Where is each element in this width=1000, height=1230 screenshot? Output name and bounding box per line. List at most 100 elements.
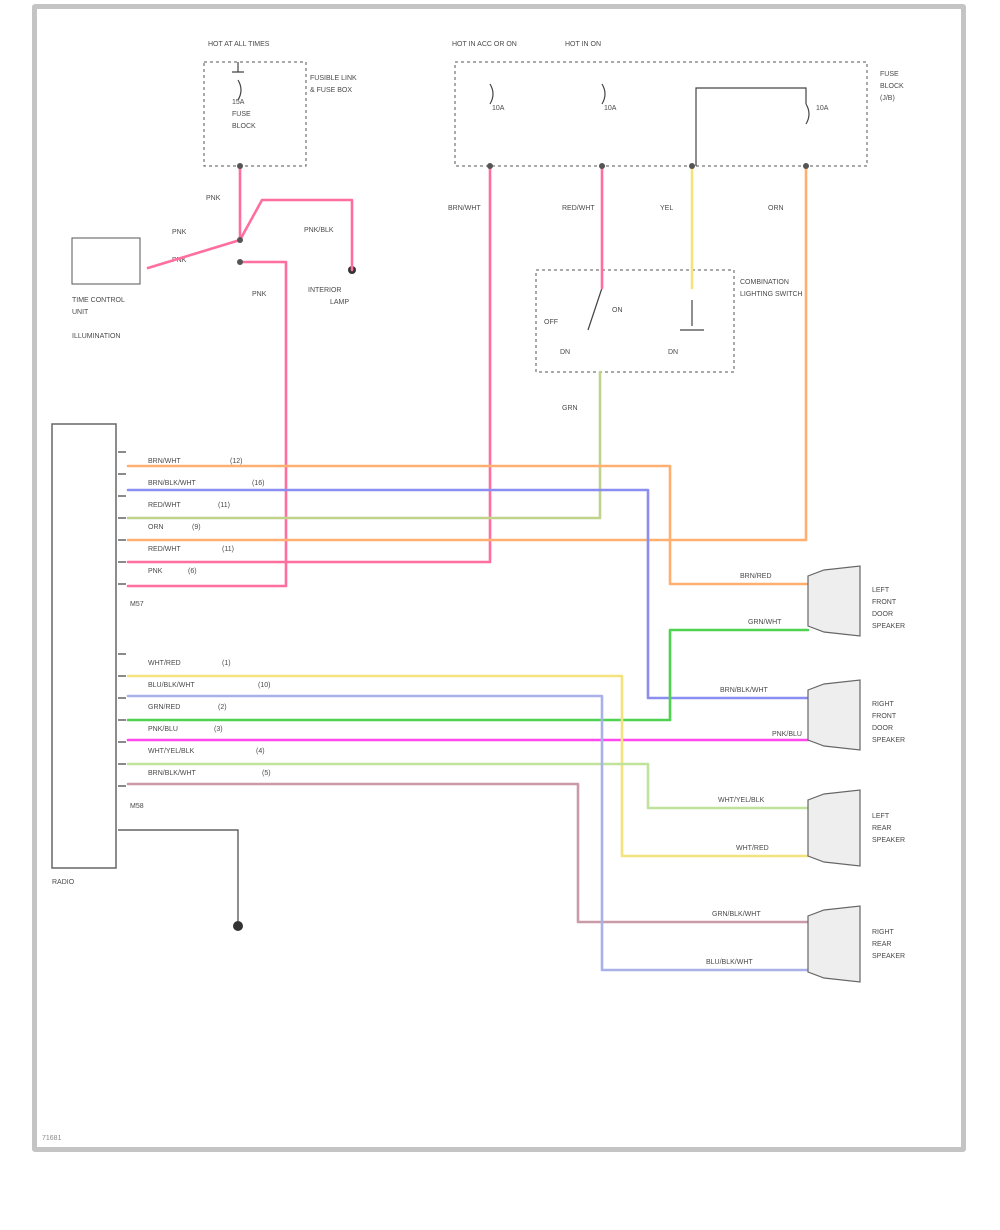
speaker-lr-label-b: REAR bbox=[872, 825, 891, 832]
speaker-rr-icon bbox=[807, 905, 861, 983]
radio-pins-top: BRN/WHT (12) BRN/BLK/WHT (16) RED/WHT (1… bbox=[148, 458, 264, 575]
wire-label-yel: YEL bbox=[660, 205, 673, 212]
ground-icon bbox=[233, 921, 243, 931]
radio-pin-num: (4) bbox=[256, 748, 265, 755]
radio-pin-num: (16) bbox=[252, 480, 264, 487]
wire-rf-top bbox=[126, 488, 810, 700]
fuse-label-a: FUSE bbox=[232, 111, 251, 118]
splice-dot bbox=[237, 259, 243, 265]
hot-in-on-label: HOT IN ON bbox=[565, 41, 601, 48]
fuse-elements bbox=[489, 83, 810, 125]
pnk-blk-label: PNK/BLK bbox=[304, 227, 334, 234]
combination-switch-box bbox=[535, 269, 735, 373]
speaker-lr-icon bbox=[807, 789, 861, 867]
speaker-rr-wire-top: GRN/BLK/WHT bbox=[712, 911, 761, 918]
radio-pin-label: BRN/WHT bbox=[148, 458, 181, 465]
fuse-bus bbox=[695, 87, 807, 166]
connector-m57-label: M57 bbox=[130, 601, 144, 608]
speaker-rf-wire-bottom: PNK/BLU bbox=[772, 731, 802, 738]
radio-pin-label: ORN bbox=[148, 524, 164, 531]
wire-label-pnk-c: PNK bbox=[172, 257, 187, 264]
speaker-lf-wire-top: BRN/RED bbox=[740, 573, 772, 580]
switch-off-label: OFF bbox=[544, 319, 558, 326]
speaker-lr: LEFT REAR SPEAKER WHT/YEL/BLK WHT/RED bbox=[718, 789, 905, 867]
radio-pin-num: (10) bbox=[258, 682, 270, 689]
interior-lamp-label-b: LAMP bbox=[330, 299, 349, 306]
fuse-terminal bbox=[487, 163, 493, 169]
switch-blade bbox=[587, 287, 603, 331]
wires bbox=[126, 164, 810, 972]
radio-pin-num: (9) bbox=[192, 524, 201, 531]
wire-orn bbox=[126, 164, 808, 542]
speaker-rf-label-b: FRONT bbox=[872, 713, 897, 720]
wire-label-red-wht: RED/WHT bbox=[562, 205, 595, 212]
speaker-rr-label-b: REAR bbox=[872, 941, 891, 948]
radio-pins-bottom: WHT/RED (1) BLU/BLK/WHT (10) GRN/RED (2)… bbox=[148, 660, 271, 777]
speaker-rf-label-a: RIGHT bbox=[872, 701, 895, 708]
fusible-link-box bbox=[203, 61, 307, 167]
radio-pin-num: (2) bbox=[218, 704, 227, 711]
radio-pin-num: (11) bbox=[218, 502, 230, 509]
speaker-lr-label-a: LEFT bbox=[872, 813, 890, 820]
radio-pin-label: PNK/BLU bbox=[148, 726, 178, 733]
wire-label-orn: ORN bbox=[768, 205, 784, 212]
radio-pin-label: BRN/BLK/WHT bbox=[148, 770, 197, 777]
switch-dn-label: DN bbox=[560, 349, 570, 356]
radio-pin-num: (11) bbox=[222, 546, 234, 553]
footer-code: 71681 bbox=[42, 1135, 62, 1142]
speaker-rf-label-d: SPEAKER bbox=[872, 737, 905, 744]
radio-pin-label: BLU/BLK/WHT bbox=[148, 682, 195, 689]
radio-pin-label: BRN/BLK/WHT bbox=[148, 480, 197, 487]
speaker-lf: LEFT FRONT DOOR SPEAKER BRN/RED GRN/WHT bbox=[740, 565, 905, 637]
fuse-terminal bbox=[237, 163, 243, 169]
combination-switch-label-b: LIGHTING SWITCH bbox=[740, 291, 803, 298]
speaker-lf-icon bbox=[807, 565, 861, 637]
speaker-rr-wire-bottom: BLU/BLK/WHT bbox=[706, 959, 753, 966]
radio-pin-num: (12) bbox=[230, 458, 242, 465]
fuse-element bbox=[237, 79, 242, 101]
hot-at-all-times-label: HOT AT ALL TIMES bbox=[208, 41, 270, 48]
interior-lamp-label-a: INTERIOR bbox=[308, 287, 341, 294]
radio-pin-label: WHT/YEL/BLK bbox=[148, 748, 195, 755]
speaker-lr-wire-bottom: WHT/RED bbox=[736, 845, 769, 852]
wire-brn-wht-feed bbox=[126, 164, 492, 564]
wire-label-pnk-a: PNK bbox=[206, 195, 221, 202]
time-control-label-b: UNIT bbox=[72, 309, 89, 316]
switch-ground bbox=[680, 300, 704, 331]
fuse-15a-label: 15A bbox=[232, 99, 245, 106]
speaker-rf-label-c: DOOR bbox=[872, 725, 893, 732]
time-control-label-a: TIME CONTROL bbox=[72, 297, 125, 304]
combination-switch-label-a: COMBINATION bbox=[740, 279, 789, 286]
radio-box bbox=[51, 423, 117, 869]
fuse-block-label-b: BLOCK bbox=[880, 83, 904, 90]
radio-ground-wire bbox=[118, 829, 239, 924]
radio-pin-label: PNK bbox=[148, 568, 163, 575]
speaker-lf-label-a: LEFT bbox=[872, 587, 890, 594]
hot-in-acc-label: HOT IN ACC OR ON bbox=[452, 41, 517, 48]
wire-lr-bottom bbox=[126, 674, 810, 858]
speaker-lr-label-c: SPEAKER bbox=[872, 837, 905, 844]
speaker-lr-wire-top: WHT/YEL/BLK bbox=[718, 797, 765, 804]
fusible-link-label-b: & FUSE BOX bbox=[310, 87, 352, 94]
switch-dn-label-b: DN bbox=[668, 349, 678, 356]
speaker-lf-label-d: SPEAKER bbox=[872, 623, 905, 630]
fuse-terminal bbox=[803, 163, 809, 169]
fuse-10a-label-b: 10A bbox=[604, 105, 617, 112]
switch-output-label: GRN bbox=[562, 405, 578, 412]
wire-lr-top bbox=[126, 762, 810, 810]
splice-dot bbox=[237, 237, 243, 243]
speaker-rf-icon bbox=[807, 679, 861, 751]
switch-on-label: ON bbox=[612, 307, 623, 314]
speaker-lf-label-c: DOOR bbox=[872, 611, 893, 618]
radio-pin-num: (1) bbox=[222, 660, 231, 667]
radio-pin-label: GRN/RED bbox=[148, 704, 180, 711]
wire-lf-top bbox=[126, 464, 810, 586]
radio-pin-num: (5) bbox=[262, 770, 271, 777]
fuse-block-label-a: FUSE bbox=[880, 71, 899, 78]
speaker-lf-label-b: FRONT bbox=[872, 599, 897, 606]
speaker-rf: RIGHT FRONT DOOR SPEAKER BRN/BLK/WHT PNK… bbox=[720, 679, 905, 751]
radio-pin-label: RED/WHT bbox=[148, 546, 181, 553]
wire-switch-output bbox=[126, 370, 602, 520]
diagram-frame bbox=[32, 4, 966, 1152]
fuse-10a-label-a: 10A bbox=[492, 105, 505, 112]
